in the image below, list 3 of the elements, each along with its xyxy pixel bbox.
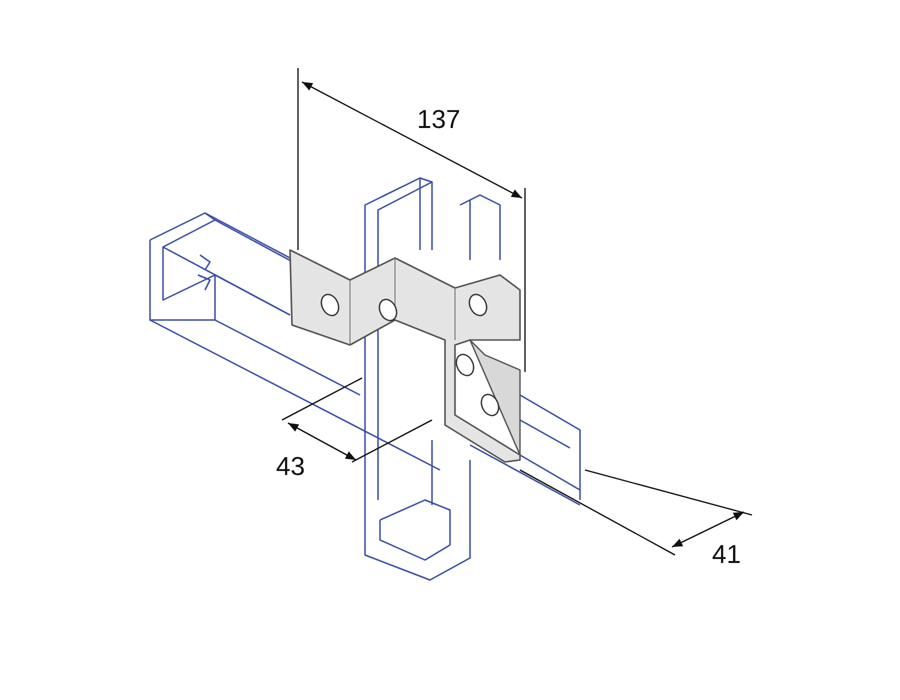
dimension-label: 41 xyxy=(712,541,741,567)
dimension-label: 137 xyxy=(417,106,460,132)
dimension-label: 43 xyxy=(276,453,305,479)
